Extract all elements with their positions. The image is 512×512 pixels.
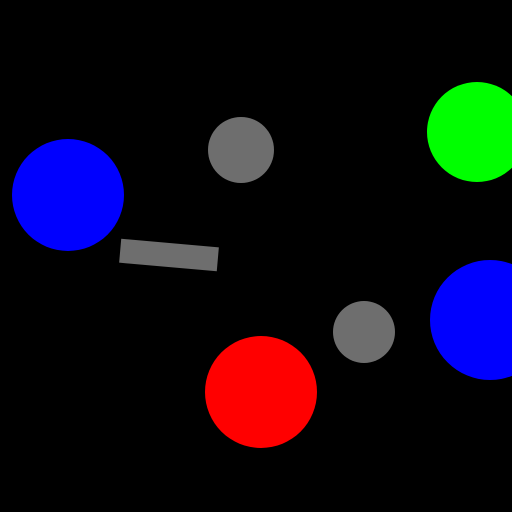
gray-ball-middle[interactable] [333, 301, 395, 363]
green-ball[interactable] [427, 82, 512, 182]
blue-ball-left[interactable] [12, 139, 124, 251]
gray-bar[interactable] [119, 238, 219, 272]
red-ball[interactable] [205, 336, 317, 448]
blue-ball-right[interactable] [430, 260, 512, 380]
gray-ball-top[interactable] [208, 117, 274, 183]
